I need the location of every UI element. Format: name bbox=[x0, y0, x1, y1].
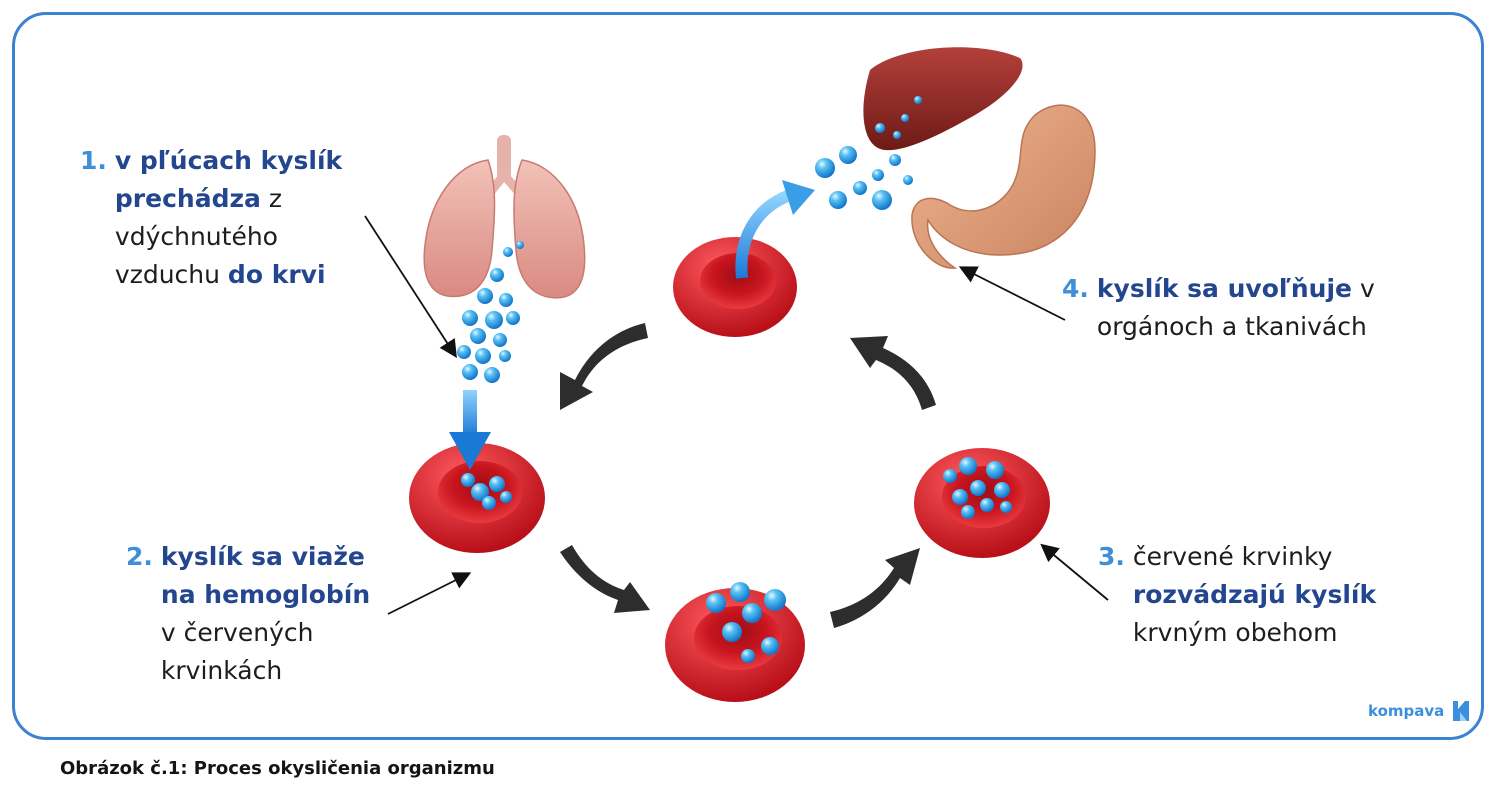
plain-text: v bbox=[1352, 274, 1375, 303]
step-line: kyslík sa uvoľňuje v bbox=[1097, 270, 1375, 308]
highlight-text: kyslík sa viaže bbox=[160, 542, 365, 571]
plain-text: orgánoch a tkanivách bbox=[1096, 312, 1367, 341]
step-line: prechádza z bbox=[115, 180, 342, 218]
step-line: krvným obehom bbox=[1133, 614, 1376, 652]
liver-icon bbox=[863, 47, 1023, 151]
step-line: vzduchu do krvi bbox=[115, 256, 342, 294]
step-text: kyslík sa viaže na hemoglobín v červených k… bbox=[161, 538, 370, 690]
oxygen-flow-arrow bbox=[449, 180, 815, 470]
highlight-text: kyslík sa uvoľňuje bbox=[1096, 274, 1353, 303]
step-number: 1. bbox=[80, 146, 107, 175]
plain-text: vdýchnutého bbox=[114, 222, 278, 251]
step-text: kyslík sa uvoľňuje v orgánoch a tkanivách bbox=[1097, 270, 1375, 346]
highlight-text: na hemoglobín bbox=[160, 580, 371, 609]
step-line: na hemoglobín bbox=[161, 576, 370, 614]
stomach-icon bbox=[911, 104, 1096, 269]
logo-text: kompava bbox=[1368, 702, 1445, 720]
logo-mark-icon bbox=[1453, 701, 1470, 721]
plain-text: vzduchu bbox=[114, 260, 228, 289]
highlight-text: do krvi bbox=[227, 260, 326, 289]
step-text: v pľúcach kyslík prechádza z vdýchnutého vz… bbox=[115, 142, 342, 294]
plain-text: z bbox=[260, 184, 282, 213]
step-line: orgánoch a tkanivách bbox=[1097, 308, 1375, 346]
leader-line-icon bbox=[364, 215, 1109, 615]
step-line: kyslík sa viaže bbox=[161, 538, 370, 576]
step-line: rozvádzajú kyslík bbox=[1133, 576, 1376, 614]
plain-text: v červených bbox=[160, 618, 314, 647]
lungs-icon bbox=[423, 135, 586, 299]
plain-text: krvným obehom bbox=[1132, 618, 1338, 647]
step-line: v pľúcach kyslík bbox=[115, 142, 342, 180]
step-number: 2. bbox=[126, 542, 153, 571]
step-2-label: 2.kyslík sa viaže na hemoglobín v červenýc… bbox=[126, 538, 370, 690]
highlight-text: prechádza bbox=[114, 184, 261, 213]
figure-caption: Obrázok č.1: Proces okysličenia organizm… bbox=[60, 758, 495, 779]
red-blood-cell-icon bbox=[673, 237, 797, 337]
plain-text: červené krvinky bbox=[1132, 542, 1333, 571]
step-text: červené krvinky rozvádzajú kyslík krvným o… bbox=[1133, 538, 1376, 652]
step-3-label: 3.červené krvinky rozvádzajú kyslík krvným… bbox=[1098, 538, 1376, 652]
step-1-label: 1.v pľúcach kyslík prechádza z vdýchnutého… bbox=[80, 142, 342, 294]
highlight-text: rozvádzajú kyslík bbox=[1132, 580, 1377, 609]
cycle-arrow-icon bbox=[560, 323, 936, 628]
step-line: vdýchnutého bbox=[115, 218, 342, 256]
step-line: krvinkách bbox=[161, 652, 370, 690]
kompava-logo: kompava bbox=[1368, 700, 1470, 722]
highlight-text: v pľúcach kyslík bbox=[114, 146, 343, 175]
step-line: červené krvinky bbox=[1133, 538, 1376, 576]
plain-text: krvinkách bbox=[160, 656, 283, 685]
step-number: 4. bbox=[1062, 274, 1089, 303]
oxygen-bubble-icon bbox=[457, 96, 1012, 663]
step-number: 3. bbox=[1098, 542, 1125, 571]
step-line: v červených bbox=[161, 614, 370, 652]
